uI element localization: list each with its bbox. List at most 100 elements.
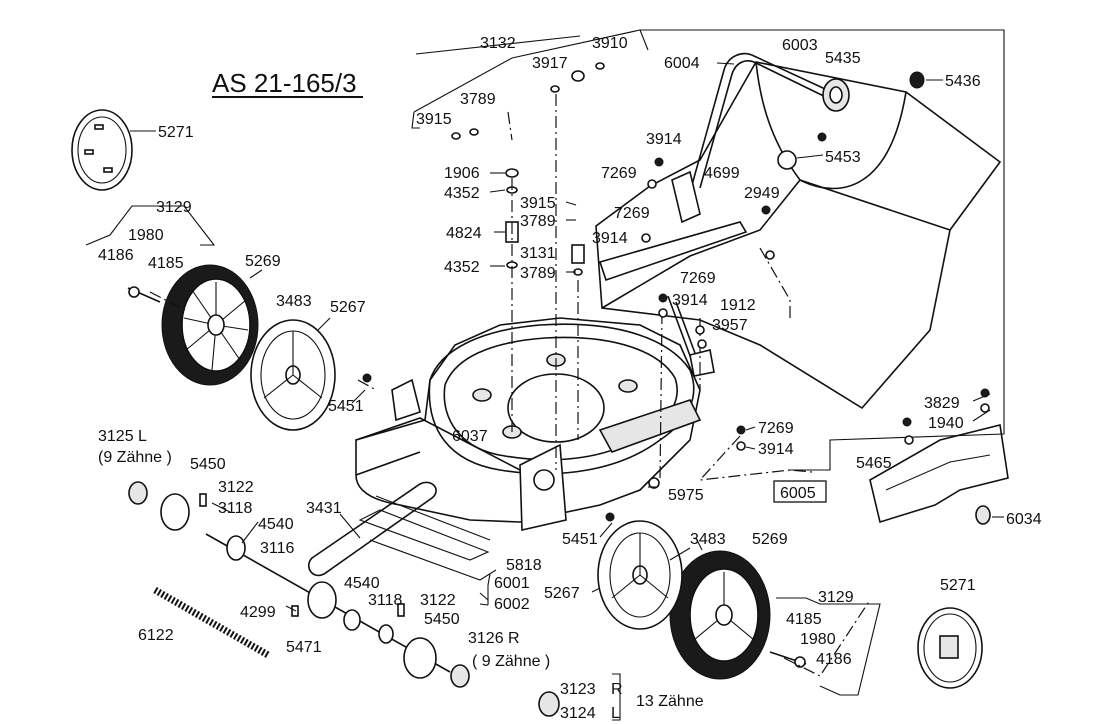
label-9-zaehne-left: (9 Zähne ) — [98, 449, 172, 466]
label-1980-right: 1980 — [800, 631, 836, 648]
hubcap-5267-right — [597, 520, 683, 630]
hubcap-5267-left — [250, 319, 336, 431]
drive-belt-3431 — [308, 481, 437, 577]
grass-catcher-bag — [595, 61, 1002, 410]
label-7269-d: 7269 — [758, 420, 794, 437]
label-5451-right: 5451 — [562, 531, 598, 548]
wheel-cover-5271-left — [71, 109, 133, 191]
wheel-5269-right — [669, 550, 771, 680]
label-5271-right: 5271 — [940, 577, 976, 594]
label-5450-top: 5450 — [190, 456, 226, 473]
drive-axle-3116 — [128, 481, 560, 717]
handle-clamp-5435 — [822, 78, 850, 112]
label-3431: 3431 — [306, 500, 342, 517]
leader-lines — [130, 62, 1004, 612]
label-R: R — [611, 681, 623, 698]
label-5465: 5465 — [856, 455, 892, 472]
label-3129-left: 3129 — [156, 199, 192, 216]
label-5451-left: 5451 — [328, 398, 364, 415]
axle-bolt-right — [769, 651, 807, 668]
label-4540-top: 4540 — [258, 516, 294, 533]
label-4185-left: 4185 — [148, 255, 184, 272]
label-5436: 5436 — [945, 73, 981, 90]
label-3917: 3917 — [532, 55, 568, 72]
box-6005 — [773, 480, 827, 503]
spring-6122 — [153, 586, 270, 659]
label-3483-left: 3483 — [276, 293, 312, 310]
label-7269-c: 7269 — [680, 270, 716, 287]
label-6002: 6002 — [494, 596, 530, 613]
label-5818: 5818 — [506, 557, 542, 574]
bracket-lines — [85, 29, 1005, 721]
pinion-3126R — [450, 664, 470, 688]
label-3914-d: 3914 — [758, 441, 794, 458]
label-3132: 3132 — [480, 35, 516, 52]
label-5471: 5471 — [286, 639, 322, 656]
label-3116: 3116 — [260, 540, 295, 557]
label-5271-left: 5271 — [158, 124, 194, 141]
label-3789-top: 3789 — [460, 91, 496, 108]
label-3123: 3123 — [560, 681, 596, 698]
label-3829: 3829 — [924, 395, 960, 412]
label-3129-right: 3129 — [818, 589, 854, 606]
label-3915-top: 3915 — [416, 111, 452, 128]
label-1912: 1912 — [720, 297, 756, 314]
label-3124: 3124 — [560, 705, 596, 722]
label-3914-mid: 3914 — [592, 230, 628, 247]
label-4352-top: 4352 — [444, 185, 480, 202]
label-L: L — [611, 705, 620, 722]
part-labels: 3132 3910 3917 6004 6003 5435 5436 3789 … — [98, 35, 1042, 722]
pinion-3125L — [128, 481, 148, 505]
label-4299: 4299 — [240, 604, 276, 621]
axle-bolt-left — [127, 286, 161, 303]
label-3915-mid: 3915 — [520, 195, 556, 212]
wheel-5269-left — [161, 264, 259, 386]
label-6005: 6005 — [780, 485, 816, 502]
label-1940: 1940 — [928, 415, 964, 432]
label-3483-right: 3483 — [690, 531, 726, 548]
label-5435: 5435 — [825, 50, 861, 67]
gear-housing-6001 — [358, 495, 497, 581]
label-4540-low: 4540 — [344, 575, 380, 592]
label-3126R: 3126 R — [468, 630, 520, 647]
label-3125L: 3125 L — [98, 428, 147, 445]
mower-deck-housing — [355, 317, 702, 531]
diagram-title: AS 21-165/3 — [212, 68, 363, 98]
label-1980-left: 1980 — [128, 227, 164, 244]
label-4352-low: 4352 — [444, 259, 480, 276]
label-3118-top: 3118 — [218, 500, 253, 517]
label-5269-right: 5269 — [752, 531, 788, 548]
label-6004: 6004 — [664, 55, 700, 72]
label-4186-right: 4186 — [816, 651, 852, 668]
label-9-zaehne-right: ( 9 Zähne ) — [472, 653, 550, 670]
pinion-3123-3124 — [538, 691, 560, 717]
label-13-zaehne: 13 Zähne — [636, 693, 704, 710]
label-4699: 4699 — [704, 165, 740, 182]
label-3122-low: 3122 — [420, 592, 456, 609]
label-3118-low: 3118 — [368, 592, 403, 609]
title-text: AS 21-165/3 — [212, 68, 357, 98]
label-3789-mid: 3789 — [520, 213, 556, 230]
handle-frame — [598, 52, 839, 377]
label-6001: 6001 — [494, 575, 530, 592]
label-4186-left: 4186 — [98, 247, 134, 264]
label-3914-top: 3914 — [646, 131, 682, 148]
hardware-bolts — [199, 132, 990, 617]
label-2949: 2949 — [744, 185, 780, 202]
label-6122: 6122 — [138, 627, 174, 644]
label-3122-top: 3122 — [218, 479, 254, 496]
part-6034 — [975, 505, 991, 525]
label-3131: 3131 — [520, 245, 556, 262]
label-3910: 3910 — [592, 35, 628, 52]
label-7269-b: 7269 — [614, 205, 650, 222]
cover-plate-5465 — [869, 424, 1009, 524]
label-1906: 1906 — [444, 165, 480, 182]
wheel-cover-5271-right — [917, 607, 983, 689]
label-7269-a: 7269 — [601, 165, 637, 182]
label-6003: 6003 — [782, 37, 818, 54]
label-5975: 5975 — [668, 487, 704, 504]
label-5267-left: 5267 — [330, 299, 366, 316]
label-6034: 6034 — [1006, 511, 1042, 528]
label-5450-low: 5450 — [424, 611, 460, 628]
